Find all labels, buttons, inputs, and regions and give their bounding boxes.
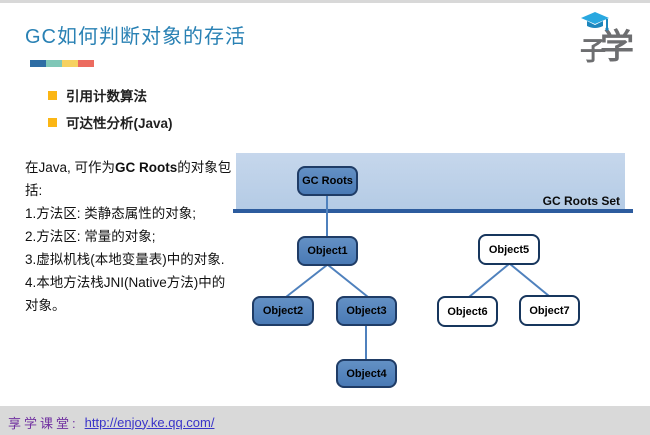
note-line: 2.方法区: 常量的对象; (25, 229, 156, 244)
note-intro-prefix: 在Java, 可作为 (25, 160, 116, 175)
note-line: 4.本地方法栈JNI(Native方法)中的对象。 (25, 275, 226, 313)
node-object1: Object1 (297, 236, 358, 266)
gc-roots-set-label: GC Roots Set (542, 194, 620, 208)
node-object3: Object3 (336, 296, 397, 326)
xiangxue-logo: 子 学 (578, 5, 640, 69)
logo-glyph-right: 学 (600, 28, 634, 66)
logo-glyph-left: 子 (580, 36, 607, 66)
footer-brand-label: 享学课堂: (8, 415, 79, 431)
title-accent-bar (30, 60, 94, 67)
footer-bar: 享学课堂: http://enjoy.ke.qq.com/ (0, 406, 650, 435)
accent-segment-teal (46, 60, 62, 67)
diagram-connectors (285, 196, 550, 360)
bullet-item: 引用计数算法 (48, 87, 173, 104)
node-object2: Object2 (252, 296, 314, 326)
note-line-intro: 在Java, 可作为GC Roots的对象包括: (25, 156, 232, 202)
node-object4: Object4 (336, 359, 397, 388)
accent-segment-blue (30, 60, 46, 67)
note-intro-suffix: 的对象包括: (25, 160, 232, 198)
note-intro-bold: GC Roots (115, 160, 178, 175)
bullet-label: 可达性分析(Java) (66, 116, 173, 131)
bullet-square-icon (48, 117, 57, 127)
bullet-label: 引用计数算法 (66, 89, 147, 104)
footer-course-link[interactable]: http://enjoy.ke.qq.com/ (84, 414, 215, 430)
node-gc-roots: GC Roots (297, 166, 358, 196)
accent-segment-yellow (62, 60, 78, 67)
note-line: 1.方法区: 类静态属性的对象; (25, 206, 197, 221)
graduation-cap-icon (581, 12, 609, 31)
page-title: GC如何判断对象的存活 (25, 26, 246, 48)
note-line: 3.虚拟机栈(本地变量表)中的对象. (25, 252, 225, 267)
panel-underline (233, 209, 633, 213)
accent-segment-red (78, 60, 94, 67)
gc-roots-notes: 在Java, 可作为GC Roots的对象包括: 1.方法区: 类静态属性的对象… (25, 156, 232, 317)
node-object7: Object7 (519, 295, 580, 326)
bullet-item: 可达性分析(Java) (48, 114, 173, 131)
node-object6: Object6 (437, 296, 498, 327)
bullet-list: 引用计数算法 可达性分析(Java) (48, 87, 173, 141)
node-object5: Object5 (478, 234, 540, 265)
bullet-square-icon (48, 90, 57, 100)
